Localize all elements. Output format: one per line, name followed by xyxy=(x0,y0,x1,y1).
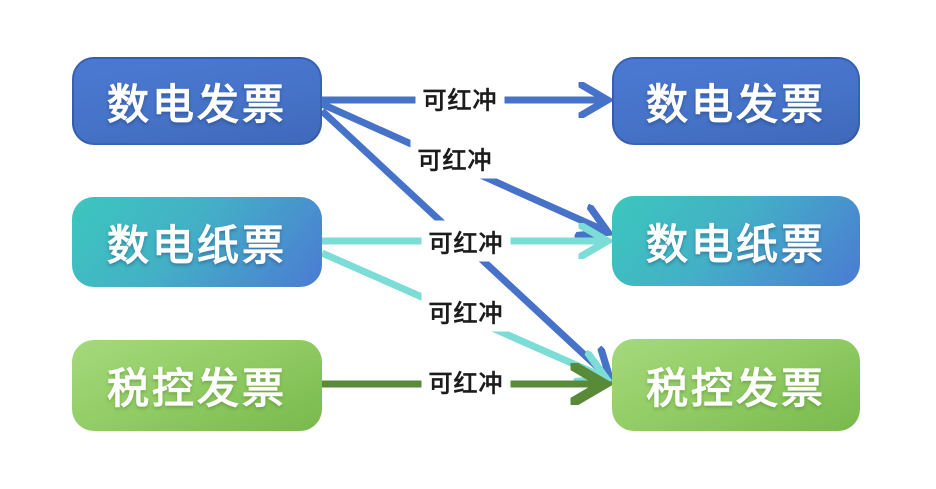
edge-label-paper-to-taxcontrol: 可红冲 xyxy=(421,290,511,332)
node-right-tax-control: 税控发票 xyxy=(612,339,860,431)
node-right-digital-einvoice: 数电发票 xyxy=(612,57,860,145)
node-left-digital-einvoice: 数电发票 xyxy=(72,57,322,145)
node-left-tax-control: 税控发票 xyxy=(72,340,322,431)
edge-label-paper-to-paper: 可红冲 xyxy=(421,220,511,262)
node-right-digital-paper: 数电纸票 xyxy=(612,196,860,286)
edge-label-digital-to-digital: 可红冲 xyxy=(415,77,505,119)
node-left-digital-paper: 数电纸票 xyxy=(72,197,322,287)
edge-label-taxcontrol-to-taxcontrol: 可红冲 xyxy=(421,360,511,402)
edge-label-digital-to-paper: 可红冲 xyxy=(410,137,500,179)
